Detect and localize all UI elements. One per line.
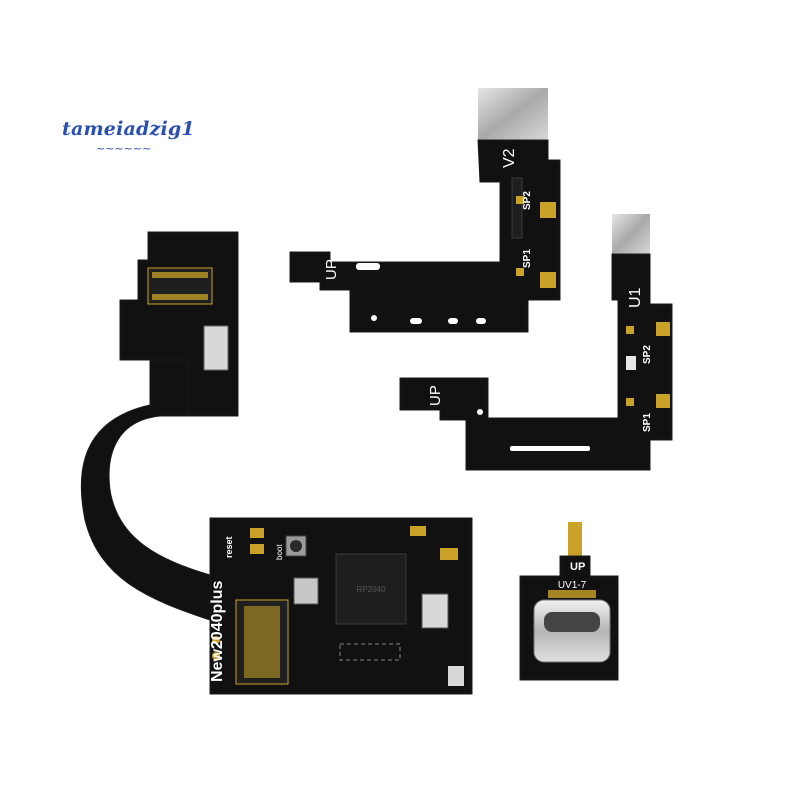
smd-pad <box>440 548 458 560</box>
usb-c-board: UP UV1-7 <box>519 522 619 681</box>
crystal-oscillator <box>293 577 319 605</box>
v2-slot <box>511 177 523 239</box>
v2-pad-sp2 <box>540 202 556 218</box>
v1-hole <box>477 409 483 415</box>
watermark-text: tameiadzig1 <box>62 118 195 140</box>
ribbon-fpc-socket <box>203 325 229 371</box>
boot-label: boot <box>275 544 284 560</box>
v1-pcb-body <box>399 253 673 471</box>
v1-sp2-label: SP2 <box>642 345 653 364</box>
connector-pins <box>152 272 208 278</box>
v1-slot <box>626 356 636 370</box>
usb-up-label: UP <box>570 561 585 573</box>
smd-row <box>339 643 401 661</box>
usb-c-opening <box>544 612 600 632</box>
watermark-underline: ~~~~~~ <box>96 142 152 155</box>
v1-pad-sp1 <box>656 394 670 408</box>
v2-slot-white <box>448 318 458 324</box>
v2-flex-board: V2 SP2 SP1 UP <box>289 88 561 333</box>
v1-version-label: U1 <box>627 287 644 308</box>
v2-hole <box>371 315 377 321</box>
v2-version-label: V2 <box>501 148 518 168</box>
corner-component <box>448 666 464 686</box>
v2-slot-white <box>410 318 422 324</box>
v2-slot-white <box>356 263 380 270</box>
v2-slot-white <box>476 318 486 324</box>
v1-flex-board: U1 SP2 SP1 UP <box>399 214 673 471</box>
connector-pins <box>152 294 208 300</box>
model-label: New2040plus <box>209 581 226 682</box>
main-connector-pins <box>244 606 280 678</box>
v1-slot-white <box>510 446 590 451</box>
reset-label: reset <box>224 536 234 558</box>
v2-metal-shield <box>478 88 548 140</box>
usb-flex-tail <box>568 522 582 556</box>
side-socket <box>421 593 449 629</box>
via-pad <box>212 652 220 660</box>
v2-small-pad <box>516 268 524 276</box>
v1-small-pad <box>626 398 634 406</box>
boot-button-cap <box>290 540 302 552</box>
v2-pcb-body <box>289 139 561 333</box>
v1-small-pad <box>626 326 634 334</box>
v1-sp1-label: SP1 <box>642 413 653 432</box>
v2-sp1-label: SP1 <box>522 249 533 268</box>
v2-sp2-label: SP2 <box>522 191 533 210</box>
v2-small-pad <box>516 196 524 204</box>
v2-up-label: UP <box>323 259 340 280</box>
v2-pad-sp1 <box>540 272 556 288</box>
reset-pad <box>250 544 264 554</box>
usb-model-label: UV1-7 <box>558 580 587 591</box>
v1-pad-sp2 <box>656 322 670 336</box>
reset-pad <box>250 528 264 538</box>
main-ribbon-board: RP2040 reset boot New2040plus <box>80 231 473 695</box>
chip-label: RP2040 <box>357 585 386 594</box>
v1-up-label: UP <box>427 385 444 406</box>
usb-pins <box>548 590 596 598</box>
smd-pad <box>410 526 426 536</box>
via-pad <box>212 636 220 644</box>
v1-metal-shield <box>612 214 650 254</box>
rp2040-chip <box>335 553 407 625</box>
